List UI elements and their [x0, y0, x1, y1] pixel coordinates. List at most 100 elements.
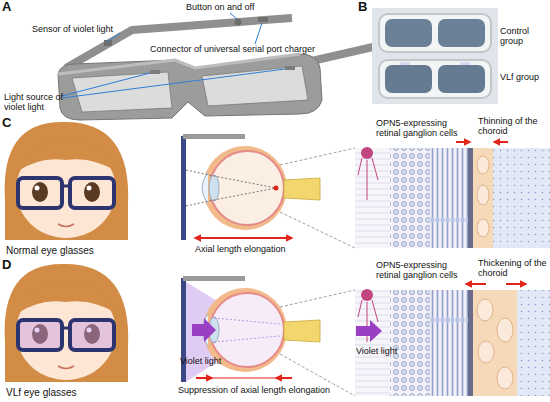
- vlf-glasses-rim: [18, 320, 62, 350]
- thickening-arrow: [506, 283, 526, 285]
- panel-letter: C: [2, 116, 18, 131]
- choroid-label: Thickening of the choroid: [478, 258, 548, 279]
- mouth: [58, 366, 74, 369]
- cell-label: OPN5-expressing retinal ganglion cells: [376, 118, 472, 139]
- glasses-rim: [18, 178, 62, 208]
- girl-vlf-glasses: [5, 264, 129, 382]
- vitreous: [210, 293, 284, 367]
- pigment-epithelium: [468, 148, 473, 248]
- glasses-label: Normal eye glasses: [6, 245, 136, 257]
- lens-side-view: [181, 278, 186, 382]
- nerve-fiber-layer: [355, 148, 390, 248]
- control-glasses: [379, 14, 491, 52]
- choroid-vessel: [477, 219, 489, 237]
- choroid-vessel: [477, 185, 489, 205]
- sclera-layer: [493, 148, 550, 248]
- left-lens: [72, 72, 172, 112]
- eye: [32, 182, 48, 202]
- violet-led: [400, 62, 410, 65]
- ganglion-dendrite: [358, 158, 378, 200]
- panel-letter: B: [358, 0, 374, 15]
- violet-light-source: [150, 70, 160, 74]
- choroid-vessel: [478, 341, 494, 363]
- bangs: [16, 282, 118, 314]
- callout-label: Light source of violet light: [4, 92, 74, 113]
- hair: [5, 122, 129, 240]
- choroid-vessel: [477, 299, 493, 321]
- measure-label: Suppression of axial length elongation: [178, 385, 378, 395]
- power-button: [235, 19, 242, 26]
- violet-light-source: [285, 66, 295, 70]
- eye-highlight: [35, 186, 40, 191]
- pigment-epithelium: [468, 290, 473, 396]
- photoreceptor-layer: [430, 148, 468, 248]
- choroid-vessel: [497, 367, 513, 389]
- eye-highlight: [87, 186, 92, 191]
- glasses-bridge: [62, 185, 70, 188]
- photo-background: [372, 8, 498, 104]
- mouth: [58, 224, 74, 227]
- group-label: Control group: [500, 26, 550, 47]
- opn5-ganglion-cell: [361, 147, 373, 159]
- leader-line: [107, 33, 120, 42]
- cell-label: OPN5-expressing retinal ganglion cells: [376, 260, 472, 281]
- vlf-glasses-rim: [70, 320, 114, 350]
- retina: [210, 293, 284, 367]
- right-lens: [202, 66, 308, 106]
- light-label: Violet light: [180, 356, 240, 366]
- suppression-arrow: [276, 377, 292, 379]
- vlf-glasses: [379, 60, 491, 98]
- opn5-ganglion-cell: [361, 289, 373, 301]
- vlf-lens: [385, 65, 432, 93]
- light-label: Violet light: [356, 346, 416, 356]
- violet-light-arrow: [356, 320, 382, 342]
- glasses-bridge: [62, 327, 70, 330]
- panel-letter: D: [2, 258, 18, 273]
- group-label: VLf group: [500, 72, 550, 82]
- glasses-label: VLf eye glasses: [6, 387, 136, 399]
- choroid-thin: [473, 148, 493, 248]
- axial-length-line: [196, 378, 292, 379]
- choroid-label: Thinning of the choroid: [478, 116, 548, 137]
- crystalline-lens: [209, 175, 219, 201]
- glasses-frame: [58, 54, 322, 120]
- glasses-rim: [70, 178, 114, 208]
- leader-line: [255, 23, 262, 44]
- callout-label: Sensor of violet light: [32, 24, 142, 34]
- hair: [5, 264, 129, 382]
- photoreceptor-layer: [430, 290, 468, 396]
- nuclear-layer: [390, 148, 430, 248]
- violet-light-arrow: [192, 318, 216, 342]
- axial-length-arrow: [195, 237, 292, 239]
- suppression-arrow: [196, 377, 212, 379]
- retina: [210, 151, 284, 225]
- temple-side-view: [183, 134, 245, 139]
- eye: [84, 182, 100, 202]
- violet-ray: [214, 318, 280, 342]
- sclera-layer: [517, 290, 550, 396]
- optic-nerve: [284, 320, 320, 342]
- thinning-arrow: [456, 141, 470, 143]
- choroid-thick: [473, 290, 517, 396]
- choroid-vessel: [477, 156, 489, 174]
- control-lens: [438, 19, 485, 47]
- bangs: [16, 140, 118, 172]
- usb-connector: [258, 17, 268, 22]
- leader-line: [62, 69, 285, 98]
- temple-side-view: [183, 276, 245, 281]
- nuclear-layer: [390, 290, 430, 396]
- eyeball: [186, 146, 320, 230]
- focal-point: [274, 186, 279, 191]
- zoom-line: [280, 290, 355, 396]
- callout-label: Button on and off: [186, 2, 296, 12]
- vlf-lens: [438, 65, 485, 93]
- thinning-arrow: [494, 141, 508, 143]
- thickening-arrow: [466, 283, 486, 285]
- callout-label: Connector of universal serial port charg…: [150, 44, 350, 54]
- vitreous: [210, 151, 284, 225]
- choroid-vessel: [497, 318, 513, 342]
- light-ray: [186, 170, 276, 206]
